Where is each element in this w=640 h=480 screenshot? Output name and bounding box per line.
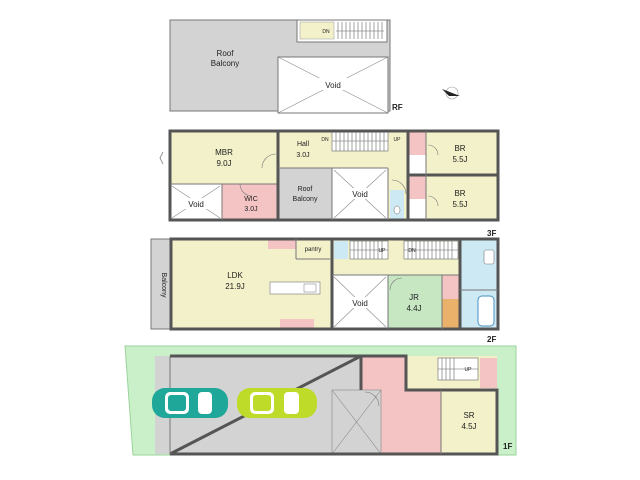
second-floor: Balcony	[150, 237, 500, 344]
br1-size: 5.5J	[452, 155, 467, 164]
jr-room	[388, 275, 442, 329]
wic-room	[222, 184, 278, 220]
roof-floor: DN Roof Balcony Void RF	[169, 19, 460, 114]
br1-name: BR	[454, 144, 465, 153]
roof-stairs	[336, 22, 384, 39]
ldk-name: LDK	[227, 271, 243, 280]
toilet-3f	[390, 190, 404, 220]
mbr-name: MBR	[215, 148, 233, 157]
mbr-size: 9.0J	[216, 159, 231, 168]
void-2f-label: Void	[352, 299, 368, 308]
wic-size: 3.0J	[244, 206, 257, 213]
sr-size: 4.5J	[461, 422, 476, 431]
storage-2f	[442, 299, 460, 329]
floor-label-2f: 2F	[487, 335, 496, 344]
ldk-size: 21.9J	[225, 282, 245, 291]
second-floor-outline	[169, 237, 500, 331]
void-3f-left-label: Void	[188, 200, 204, 209]
teal-car-icon	[152, 388, 228, 418]
stair-2f-up-label: UP	[379, 248, 387, 254]
pink-2f-bottom	[280, 319, 314, 329]
roof-balcony-3f-label-2: Balcony	[293, 196, 318, 203]
stairs-1f	[437, 357, 479, 381]
washbasin-2f	[483, 249, 495, 265]
window-3f-left	[159, 151, 164, 165]
first-floor: UP SR 4.5J 1F	[124, 345, 517, 456]
toilet-2f	[334, 241, 348, 259]
roof-balcony-3f	[278, 168, 332, 220]
stair-3f-up-label: UP	[394, 137, 402, 143]
roof-balcony-label-1: Roof	[217, 49, 235, 58]
roof-balcony-label-2: Balcony	[211, 59, 239, 68]
pantry-2f	[296, 239, 330, 259]
stair-3f-dn-label: DN	[321, 137, 329, 143]
stairs-3f	[331, 130, 389, 152]
third-floor: DN UP MBR 9.0J Hall 3.0J BR 5.5J BR 5.5J…	[159, 129, 500, 238]
kitchen-sink	[303, 283, 317, 293]
closet-2f	[442, 275, 460, 299]
stair-1f-up-label: UP	[465, 367, 473, 373]
door-br2	[427, 195, 439, 207]
roof-balcony-3f-label-1: Roof	[298, 186, 313, 193]
stair-2f-dn-label: DN	[408, 248, 416, 254]
door-jr	[389, 277, 403, 291]
pink-2f-top	[268, 239, 296, 249]
door-wic	[239, 183, 253, 197]
stairs-2f-dn	[403, 240, 459, 260]
compass-icon	[442, 86, 460, 100]
br2-size: 5.5J	[452, 200, 467, 209]
sr-name: SR	[463, 411, 474, 420]
mbr-room	[170, 131, 278, 184]
jr-name: JR	[409, 293, 419, 302]
floor-label-3f: 3F	[487, 229, 496, 238]
void-3f-center-label: Void	[352, 190, 368, 199]
roof-void-label: Void	[325, 81, 341, 90]
roof-stair-dn-label: DN	[322, 29, 330, 35]
br2-room	[426, 176, 498, 220]
hall-name: Hall	[297, 141, 310, 148]
door-hall-balcony	[391, 179, 407, 195]
balcony-2f-label: Balcony	[160, 273, 167, 298]
pantry-label: pantry	[305, 247, 322, 253]
pink-1f-right	[480, 358, 497, 388]
door-mbr	[261, 153, 277, 169]
stairs-2f-up	[349, 240, 389, 260]
toilet-3f-icon	[393, 205, 401, 215]
br2-name: BR	[454, 189, 465, 198]
closet-1	[408, 131, 426, 155]
roof-stair-landing	[299, 21, 335, 40]
jr-size: 4.4J	[406, 304, 421, 313]
lime-car-icon	[237, 388, 317, 418]
bathtub-2f	[477, 295, 495, 327]
sr-room	[441, 390, 497, 454]
door-br1	[427, 144, 439, 156]
floor-label-rf: RF	[392, 103, 403, 112]
wic-name: WIC	[244, 196, 258, 203]
hall-size: 3.0J	[296, 152, 309, 159]
floor-label-1f: 1F	[503, 442, 512, 451]
door-1f	[364, 391, 380, 407]
closet-2	[408, 176, 426, 199]
